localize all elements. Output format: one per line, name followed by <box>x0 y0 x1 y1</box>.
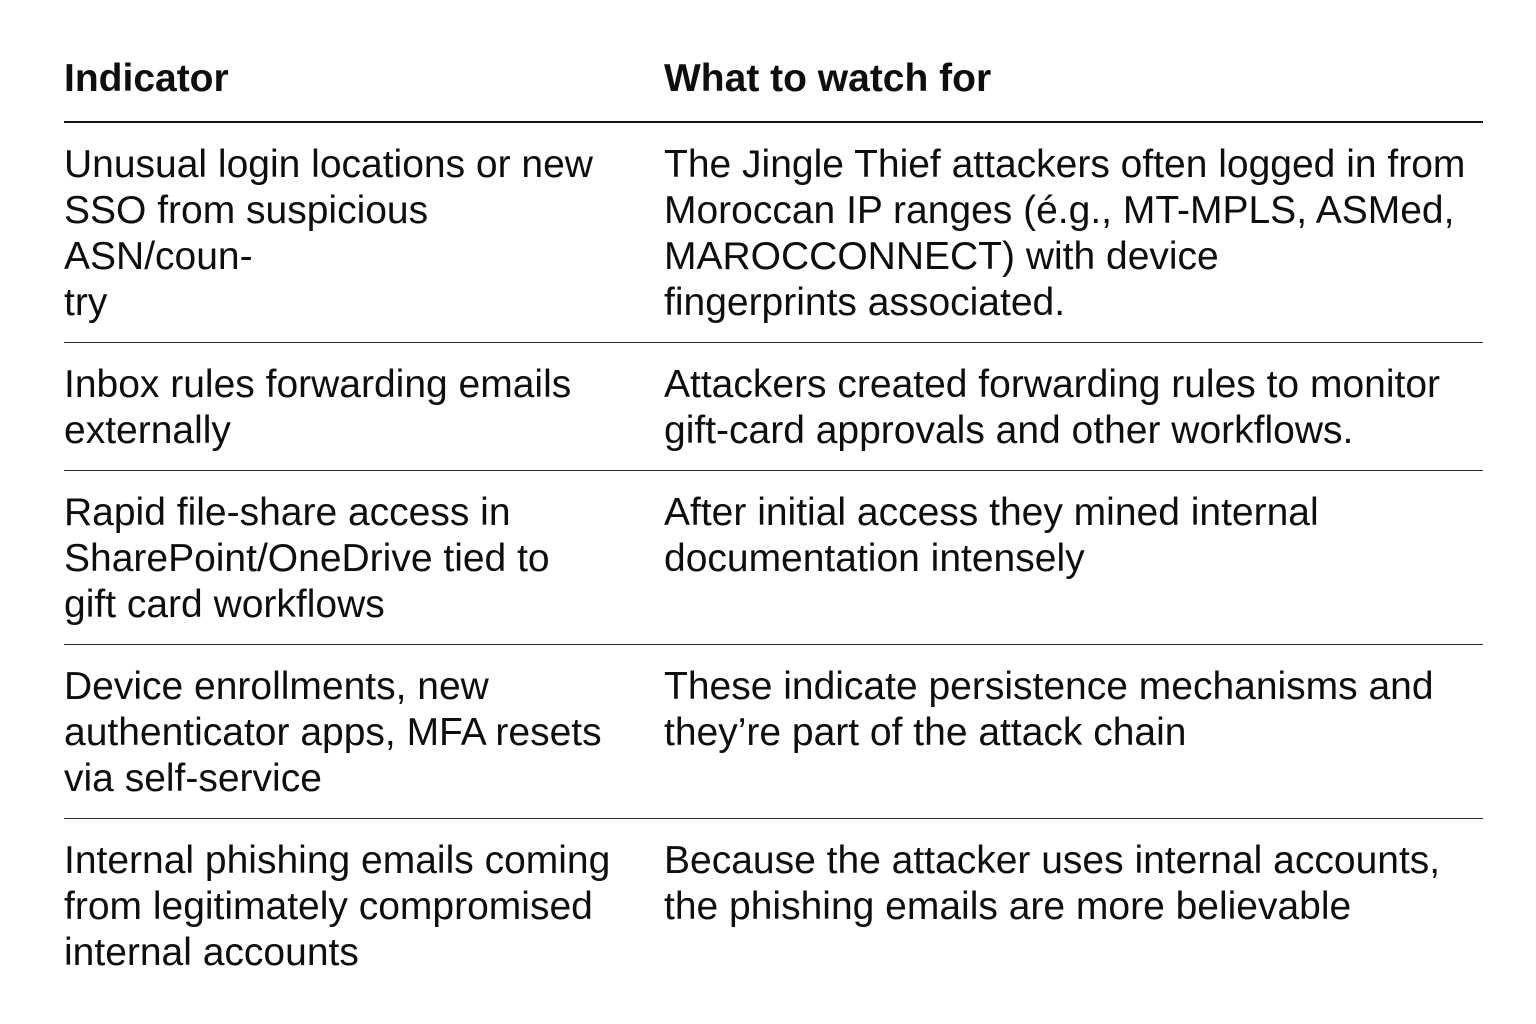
indicators-table: Indicator What to watch for Unusual logi… <box>64 56 1483 992</box>
table-row: Rapid file-share access in SharePoint/On… <box>64 470 1483 645</box>
table-row: Unusual login locations or new SSO from … <box>64 122 1483 343</box>
indicator-cell: Rapid file-share access in SharePoint/On… <box>64 470 664 645</box>
table-row: Inbox rules forwarding emails externally… <box>64 342 1483 471</box>
indicator-cell: Inbox rules forwarding emails externally <box>64 342 664 471</box>
watch-cell: After initial access they mined internal… <box>664 470 1483 645</box>
indicator-cell: Device enrollments, new authenticator ap… <box>64 644 664 819</box>
table-row: Device enrollments, new authenticator ap… <box>64 644 1483 819</box>
indicator-cell: Unusual login locations or new SSO from … <box>64 122 664 343</box>
column-header-indicator: Indicator <box>64 56 664 123</box>
header-row: Indicator What to watch for <box>64 56 1483 123</box>
indicator-cell: Internal phishing emails coming from leg… <box>64 839 611 974</box>
watch-cell: The Jingle Thief attackers often logged … <box>664 122 1483 343</box>
watch-cell: These indicate persistence mechanisms an… <box>664 644 1483 819</box>
table-row: Internal phishing emails coming from leg… <box>64 819 1483 993</box>
watch-cell: Attackers created forwarding rules to mo… <box>664 342 1483 471</box>
column-header-what-to-watch-for: What to watch for <box>664 56 1483 123</box>
watch-cell: Because the attacker uses internal accou… <box>664 839 1441 928</box>
